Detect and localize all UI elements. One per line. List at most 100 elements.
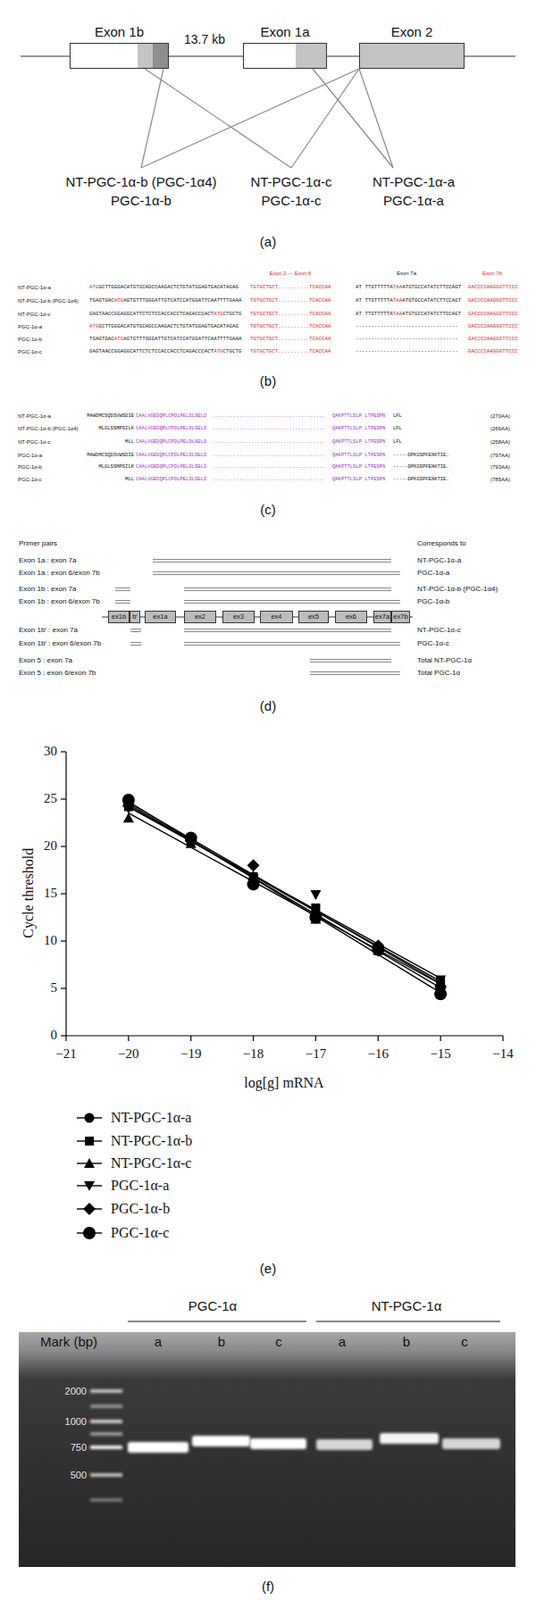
panel-label: (a) (259, 234, 277, 250)
amplicon-line (309, 661, 392, 663)
protein-sequence: CAALVGEDQPLCPDLPELDLSELD (135, 413, 207, 419)
exon-segment: ex3 (222, 611, 255, 624)
sequence: ATGTGCCATATCTTCCAGT (402, 298, 461, 305)
row-name: PGC-1α-a (17, 452, 42, 460)
splice-line (141, 68, 360, 168)
marker-diamond (247, 859, 260, 872)
primer-pair: Exon 1b′ : exon 6/exon 7b (18, 639, 101, 648)
sequence: TGTGCTGCT..........TCACCAA (250, 324, 331, 331)
amplicon-line (152, 559, 392, 561)
row-name: PGC-1α-c (17, 477, 42, 484)
column-header: Primer pairs (18, 539, 58, 548)
tick-label: −16 (368, 1046, 389, 1063)
sequence: --------------------------------- (355, 324, 459, 331)
pcr-band (316, 1440, 373, 1451)
marker-circle (371, 944, 385, 957)
lane-label: b (402, 1334, 411, 1350)
tick-label: 30 (43, 744, 58, 760)
protein-sequence: QAKPTTLSLP LTPESPN (332, 439, 386, 445)
legend-text: NT-PGC-1α-b (110, 1133, 193, 1150)
group-label: PGC-1α (188, 1298, 238, 1315)
sequence: TGAGTGAC (89, 336, 115, 344)
sequence: ATG (114, 336, 124, 344)
marker-size: 1000 (65, 1416, 87, 1429)
tick (60, 845, 67, 847)
row-name: NT-PGC-1α-a (17, 413, 51, 420)
isoform-name: NT-PGC-1α-a (372, 174, 455, 190)
ladder-band (90, 1446, 123, 1450)
sequence: TAA (393, 298, 402, 305)
primer-pair: Exon 1b : exon 6/exon 7b (18, 597, 101, 606)
sequence: --------------------------------- (355, 336, 459, 344)
isoform-name: Total PGC-1α (417, 669, 461, 678)
marker-square (84, 1137, 94, 1147)
exon-label: ex7b (393, 613, 408, 622)
sequence: TGTGCTGCT..........TCACCAA (250, 336, 331, 344)
amplicon-line (184, 600, 401, 602)
sequence: TGTGCTGCT..........TCACCAA (250, 284, 331, 292)
protein-sequence: QAKPTTLSLP LTPESPN (332, 464, 386, 470)
exon-label: ex1a (152, 613, 168, 622)
row-name: NT-PGC-1α-c (17, 439, 51, 446)
tick (60, 988, 67, 989)
exon-header: Exon 2 --- Exon 6 (269, 270, 312, 277)
legend-text: PGC-1α-b (110, 1201, 170, 1218)
protein-sequence: MLGLSSMPSILK (98, 464, 134, 470)
tick-label: 5 (50, 980, 59, 997)
sequence: CTGCTG (223, 311, 243, 319)
isoform-name: PGC-1α-a (383, 192, 444, 209)
lane-label: a (338, 1334, 346, 1350)
panel-label: (f) (261, 1579, 275, 1595)
marker-circle (434, 988, 447, 1001)
sequence: AGTGTTTGGGATTGTCATCCATGGATTCAATTTTGAAA (123, 336, 242, 344)
legend-text: NT-PGC-1α-a (110, 1110, 192, 1127)
protein-sequence: MLGLSSMPSILK (98, 426, 134, 432)
tick (315, 1036, 317, 1042)
marker-circle (83, 1227, 96, 1240)
primer-pair: Exon 1a : exon 7a (18, 556, 77, 565)
protein-sequence: MAWDMCSQDSVWSDIE (86, 413, 134, 419)
sequence: TGTGCTGCT..........TCACCAA (250, 349, 331, 356)
protein-sequence: CAALVGEDQPLCPDLPELDLSELD (135, 464, 207, 470)
sequence: ATGTGCCATATCTTCCAGT (402, 311, 461, 319)
group-line (127, 1322, 307, 1324)
exon-label: ex1b (111, 613, 126, 622)
marker-circle (184, 831, 198, 845)
protein-sequence: -----DPKGSPFENKTIE. (393, 452, 450, 459)
amplicon-line (184, 644, 401, 646)
ladder-band (90, 1499, 123, 1503)
sequence: ATG (213, 311, 223, 319)
amplicon-line (184, 603, 401, 604)
ladder-band (90, 1390, 123, 1394)
exon-name: Exon 1a (259, 24, 310, 40)
sequence: ATGTGCCATATCTTCCAGT (402, 284, 461, 292)
sequence: GACCCCAAGGGTTCCC (468, 284, 519, 292)
pcr-band (250, 1439, 307, 1450)
protein-sequence: QAKPTTLSLP LTPESPN (332, 413, 386, 419)
isoform-name: Total NT-PGC-1α (417, 656, 472, 665)
sequence: CTGCTG (223, 349, 243, 356)
isoform-name: NT-PGC-1α-b (PGC-1α4) (417, 585, 498, 594)
sequence: GCTTGGGACATGTGCAGCCAAGACTCTGTATGGAGTGACA… (98, 284, 239, 292)
fit-line (128, 804, 441, 989)
tick-label: −15 (429, 1046, 451, 1063)
sequence: ATG (114, 298, 124, 305)
isoform-name: PGC-1α-b (417, 597, 450, 606)
protein-length: (797AA) (490, 452, 511, 460)
lane-label: c (460, 1334, 469, 1350)
tick-label: −20 (117, 1046, 139, 1063)
protein-sequence: LFL (393, 439, 402, 445)
ladder-band (90, 1420, 123, 1424)
exon-segment: ex1a (144, 611, 176, 624)
splice-line (359, 68, 394, 168)
group-label: NT-PGC-1α (371, 1298, 443, 1315)
tick-label: −18 (242, 1046, 264, 1063)
exon-name: Exon 2 (391, 24, 434, 40)
protein-sequence: CAALVGEDQPLCPDLPELDLSELD (135, 452, 207, 459)
marker-size: 500 (70, 1470, 87, 1483)
gap-dots: ...................................... (212, 426, 325, 432)
primer-pair: Exon 1a : exon 6/exon 7b (18, 569, 101, 578)
protein-sequence: -----DPKGSPFENKTIE. (393, 464, 450, 470)
amplicon-line (115, 600, 131, 602)
sequence: GACCCCAAGGGTTCCC (468, 349, 519, 356)
